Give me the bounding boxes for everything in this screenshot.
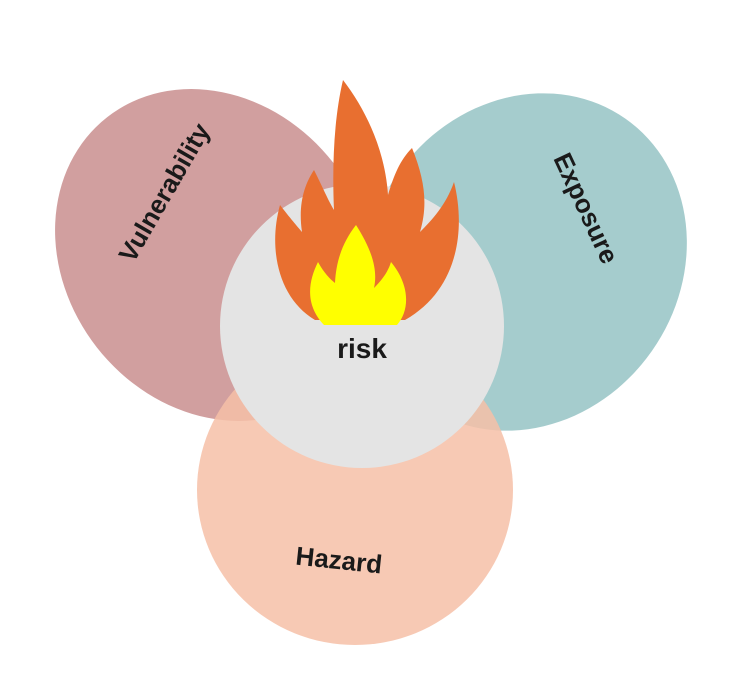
fire-icon bbox=[275, 80, 459, 325]
risk-label: risk bbox=[337, 333, 387, 364]
